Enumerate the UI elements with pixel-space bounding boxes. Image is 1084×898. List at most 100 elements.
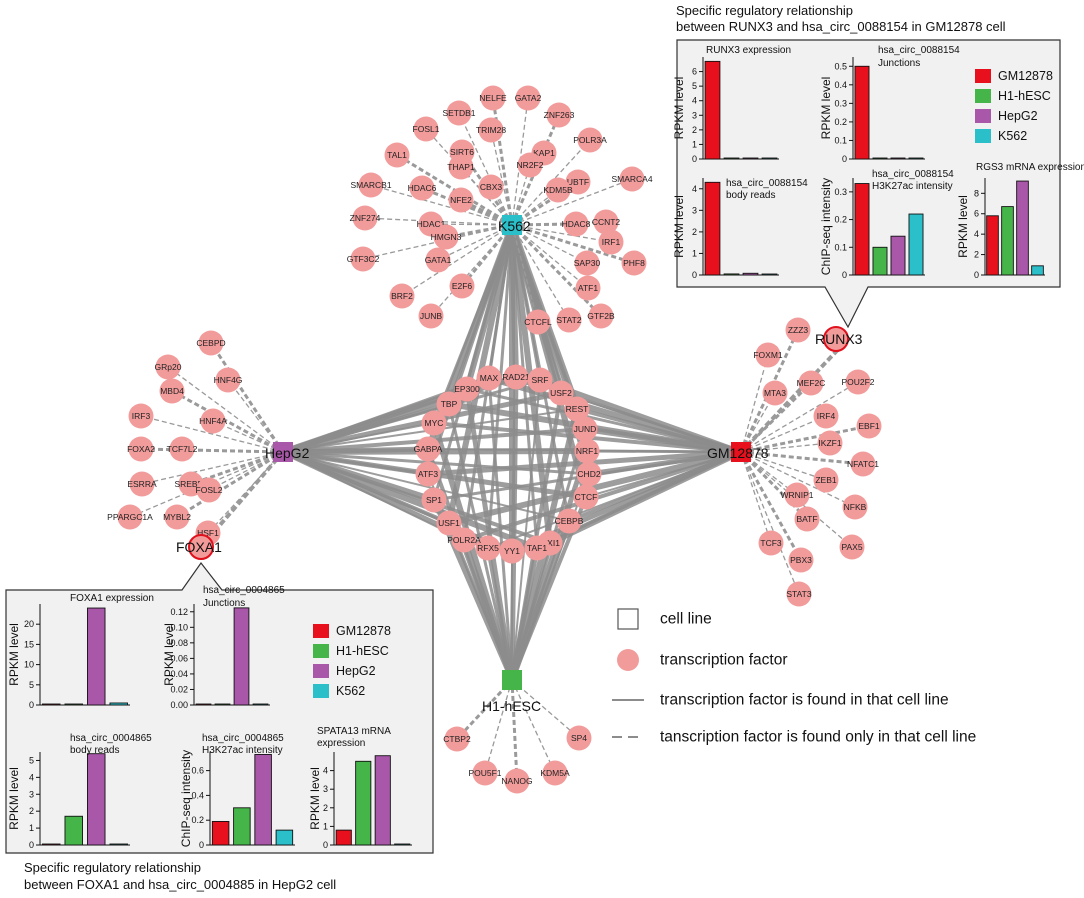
gm12878-tf-node[interactable]: PAX5 (839, 534, 865, 560)
k562-tf-node[interactable]: IRF1 (598, 229, 624, 255)
shared-tf-node[interactable]: JUND (572, 416, 598, 442)
shared-tf-node[interactable]: USF2 (548, 380, 574, 406)
gm12878-tf-node[interactable]: NFKB (842, 494, 868, 520)
hepg2-tf-node[interactable]: HNF4G (214, 367, 243, 393)
k562-tf-node[interactable]: GATA2 (515, 85, 542, 111)
gm12878-tf-node[interactable]: ZEB1 (813, 467, 839, 493)
gm12878-tf-node[interactable]: WRNIP1 (780, 482, 814, 508)
k562-tf-node[interactable]: ATF1 (575, 275, 601, 301)
k562-tf-node[interactable]: CBX3 (478, 174, 504, 200)
gm12878-tf-node[interactable]: POU2F2 (841, 369, 875, 395)
y-tick-label: 20 (24, 619, 34, 629)
k562-tf-node[interactable]: HMGN3 (431, 224, 462, 250)
k562-tf-node[interactable]: UBTF (565, 169, 591, 195)
k562-tf-node[interactable]: SMARCA4 (611, 166, 653, 192)
k562-tf-node[interactable]: POLR3A (573, 127, 607, 153)
gm12878-tf-node[interactable]: MEF2C (797, 370, 826, 396)
shared-tf-node[interactable]: MAX (476, 365, 502, 391)
k562-tf-node[interactable]: KDM5B (543, 177, 573, 203)
gm12878-tf-node[interactable]: EBF1 (856, 413, 882, 439)
edge-specific (510, 679, 519, 782)
k562-tf-node[interactable]: ZNF263 (544, 102, 575, 128)
shared-tf-node[interactable]: RFX5 (475, 535, 501, 561)
h1-tf-node[interactable]: SP4 (566, 725, 592, 751)
shared-tf-node[interactable]: MYC (421, 410, 447, 436)
gm12878-tf-node[interactable]: BATF (794, 506, 820, 532)
shared-tf-node[interactable]: YY1 (499, 538, 525, 564)
k562-tf-node[interactable]: GTF3C2 (347, 246, 380, 272)
k562-tf-node[interactable]: SETDB1 (442, 100, 476, 126)
k562-tf-node[interactable]: HDAC6 (408, 175, 437, 201)
shared-tf-node[interactable]: USF1 (436, 510, 462, 536)
k562-tf-node[interactable]: ZNF274 (350, 205, 381, 231)
h1-tf-node[interactable]: CTBP2 (443, 726, 471, 752)
gm12878-tf-node[interactable]: STAT3 (786, 581, 812, 607)
k562-tf-node[interactable]: JUNB (418, 303, 444, 329)
hepg2-tf-node[interactable]: GRp20 (155, 354, 182, 380)
hepg2-tf-node[interactable]: ESRRA (127, 471, 157, 497)
gm12878-tf-node[interactable]: IRF4 (813, 403, 839, 429)
k562-tf-node[interactable]: TAL1 (384, 142, 410, 168)
gm12878-tf-node[interactable]: ZZZ3 (785, 317, 811, 343)
shared-tf-node[interactable]: POLR2A (447, 527, 481, 553)
h1-tf-node[interactable]: NANOG (501, 768, 533, 794)
runx3-node[interactable]: RUNX3 (815, 326, 863, 352)
shared-tf-node[interactable]: EP300 (454, 376, 480, 402)
k562-tf-node[interactable]: E2F6 (449, 273, 475, 299)
k562-tf-node[interactable]: FOSL1 (413, 116, 440, 142)
gm12878-tf-node[interactable]: TCF3 (758, 530, 784, 556)
k562-tf-node[interactable]: GATA1 (425, 247, 452, 273)
h1-tf-node[interactable]: POU5F1 (468, 760, 502, 786)
cell-line-node-h1-hesc[interactable]: H1-hESC (482, 670, 541, 714)
shared-tf-node[interactable]: REST (564, 396, 590, 422)
hepg2-tf-node[interactable]: MBD4 (159, 378, 185, 404)
hepg2-tf-node[interactable]: HNF4A (199, 408, 227, 434)
cell-line-node-hepg2[interactable]: HepG2 (265, 442, 310, 462)
k562-tf-node[interactable]: STAT2 (556, 307, 582, 333)
edge-specific (484, 679, 513, 774)
k562-tf-node[interactable]: PHF8 (621, 250, 647, 276)
hepg2-tf-node[interactable]: FOSL2 (196, 477, 223, 503)
cell-line-node-k562[interactable]: K562 (498, 215, 531, 235)
k562-tf-node[interactable]: CTCFL (524, 309, 552, 335)
chart-title: Junctions (878, 58, 920, 69)
foxa1-node[interactable]: FOXA1 (176, 534, 222, 560)
shared-tf-node[interactable]: CHD2 (576, 461, 602, 487)
k562-tf-node[interactable]: NFE2 (448, 187, 474, 213)
k562-tf-node[interactable]: NELFE (479, 85, 507, 111)
gm12878-tf-node[interactable]: FOXM1 (753, 342, 783, 368)
hepg2-tf-node[interactable]: MYBL2 (163, 504, 191, 530)
k562-tf-node[interactable]: CCNT2 (592, 209, 621, 235)
k562-tf-node[interactable]: TRIM28 (476, 117, 507, 143)
shared-tf-node[interactable]: SP1 (421, 487, 447, 513)
hepg2-tf-node[interactable]: PPARGC1A (107, 504, 153, 530)
k562-tf-node[interactable]: SAP30 (574, 250, 601, 276)
hepg2-tf-node[interactable]: TCF7L2 (167, 436, 198, 462)
cell-line-node-gm12878[interactable]: GM12878 (707, 442, 769, 462)
k562-tf-node[interactable]: BRF2 (389, 283, 415, 309)
gm12878-tf-node[interactable]: PBX3 (788, 547, 814, 573)
shared-tf-node[interactable]: SRF (527, 367, 553, 393)
k562-tf-node[interactable]: NR2F2 (517, 152, 544, 178)
hepg2-tf-node[interactable]: FOXA2 (127, 436, 155, 462)
gm12878-tf-node[interactable]: NFATC1 (847, 451, 879, 477)
shared-tf-node[interactable]: CEBPB (555, 508, 584, 534)
cell-line-label: HepG2 (265, 445, 310, 461)
shared-tf-node[interactable]: TBP (436, 391, 462, 417)
shared-tf-node[interactable]: CTCF (573, 484, 599, 510)
k562-tf-node[interactable]: SMARCB1 (350, 172, 392, 198)
gm12878-tf-node[interactable]: MTA3 (762, 380, 788, 406)
k562-tf-node[interactable]: GTF2B (587, 303, 615, 329)
hepg2-tf-node[interactable]: IRF3 (128, 403, 154, 429)
hepg2-tf-node[interactable]: CEBPD (196, 330, 226, 356)
k562-tf-node[interactable]: THAP1 (447, 154, 475, 180)
shared-tf-node[interactable]: GABPA (414, 436, 443, 462)
gm12878-tf-node[interactable]: IKZF1 (817, 430, 843, 456)
chart-ylabel: RPKM level (7, 623, 21, 686)
h1-tf-node[interactable]: KDM5A (540, 760, 570, 786)
k562-tf-node[interactable]: HDAC8 (562, 211, 591, 237)
shared-tf-node[interactable]: NRF1 (574, 438, 600, 464)
shared-tf-node[interactable]: TAF1 (524, 535, 550, 561)
shared-tf-node[interactable]: ATF3 (415, 461, 441, 487)
shared-tf-node[interactable]: RAD21 (502, 364, 530, 390)
